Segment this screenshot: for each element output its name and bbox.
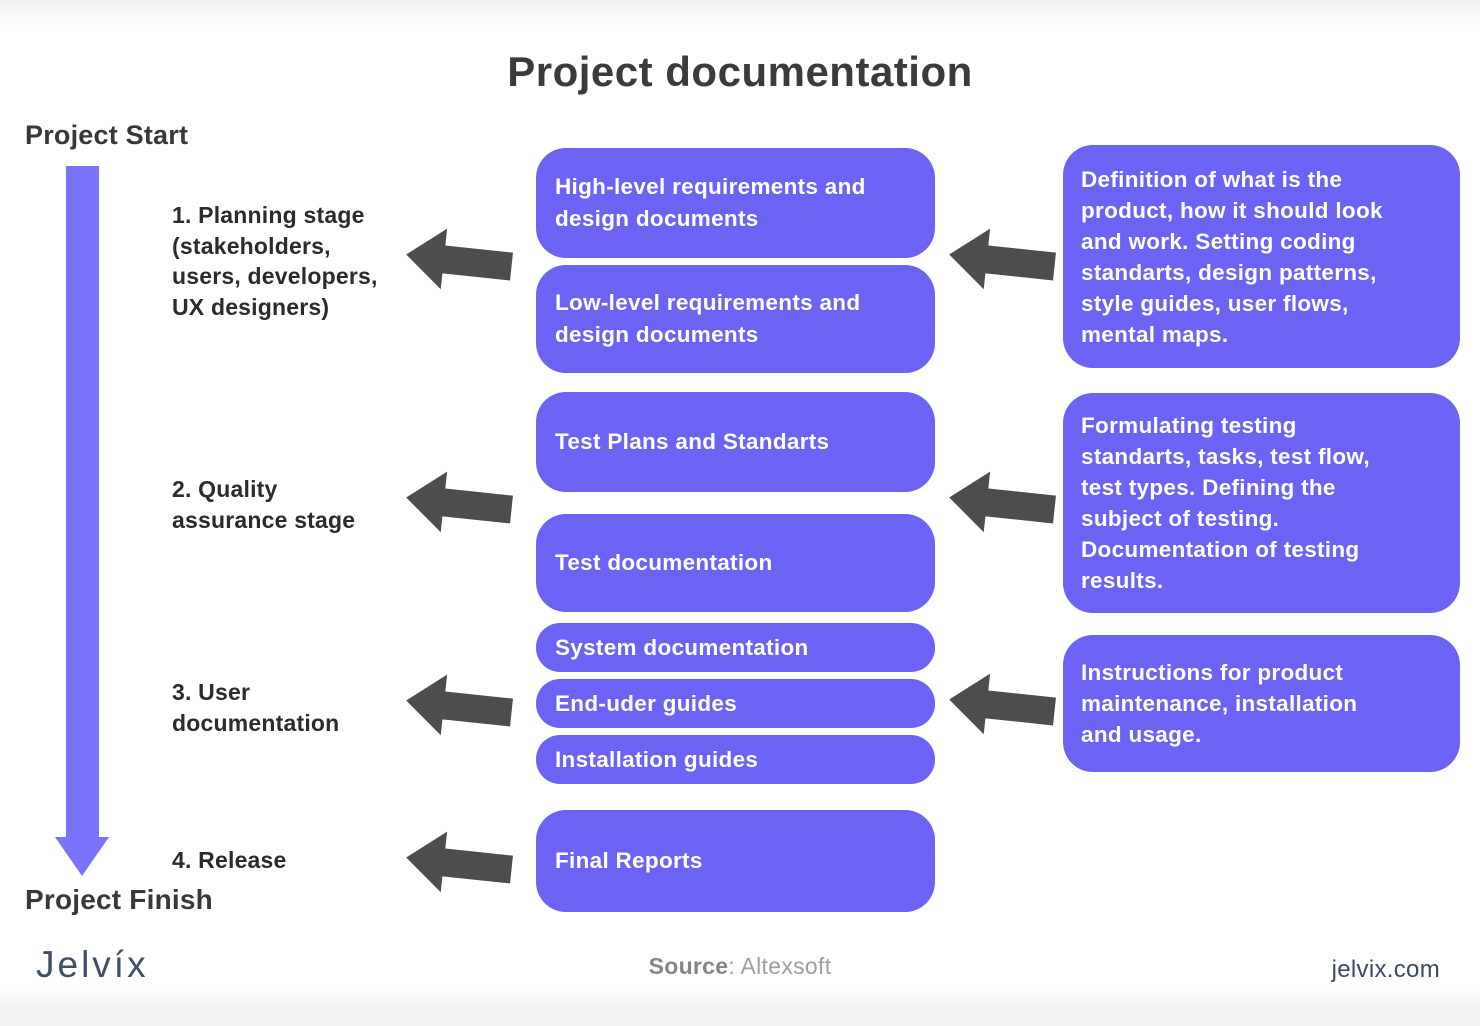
source-label: Source xyxy=(648,953,729,979)
project-start-label: Project Start xyxy=(25,120,189,150)
stage-label-planning: 1. Planning stage (stakeholders, users, … xyxy=(172,202,378,320)
doc-box-installation-guides: Installation guides xyxy=(536,735,935,784)
doc-box-end-user-guides: End-uder guides xyxy=(536,679,935,728)
source-credit: Source: Altexsoft xyxy=(0,953,1480,980)
desc-box-planning: Definition of what is the product, how i… xyxy=(1063,145,1460,368)
left-arrow-icon xyxy=(949,673,1056,735)
source-value: : Altexsoft xyxy=(728,953,832,979)
jelvix-logo: Jelvíx xyxy=(36,944,149,985)
stage-label-user-documentation: 3. User documentation xyxy=(172,679,340,736)
project-finish-label: Project Finish xyxy=(25,884,213,915)
page-title: Project documentation xyxy=(507,48,973,95)
left-arrow-icon xyxy=(406,831,513,893)
stage-label-release: 4. Release xyxy=(172,847,287,873)
doc-box-test-documentation: Test documentation xyxy=(536,514,935,612)
doc-box-final-reports: Final Reports xyxy=(536,810,935,912)
stage-label-quality-assurance: 2. Quality assurance stage xyxy=(172,476,356,533)
left-arrow-icon xyxy=(406,471,513,533)
desc-box-quality-assurance: Formulating testing standarts, tasks, te… xyxy=(1063,393,1460,613)
website-url: jelvix.com xyxy=(1331,956,1440,983)
doc-box-high-level-requirements: High-level requirements and design docum… xyxy=(536,148,935,258)
desc-box-user-documentation: Instructions for product maintenance, in… xyxy=(1063,635,1460,772)
top-edge-shading xyxy=(0,0,1480,28)
left-arrow-icon xyxy=(406,228,513,290)
bottom-edge-shading xyxy=(0,990,1480,1026)
doc-box-low-level-requirements: Low-level requirements and design docume… xyxy=(536,265,935,373)
timeline-down-arrow-icon xyxy=(55,166,109,876)
left-arrow-icon xyxy=(949,228,1056,290)
left-arrow-icon xyxy=(949,471,1056,533)
left-arrow-icon xyxy=(406,674,513,736)
doc-box-system-documentation: System documentation xyxy=(536,623,935,672)
doc-box-test-plans: Test Plans and Standarts xyxy=(536,392,935,492)
